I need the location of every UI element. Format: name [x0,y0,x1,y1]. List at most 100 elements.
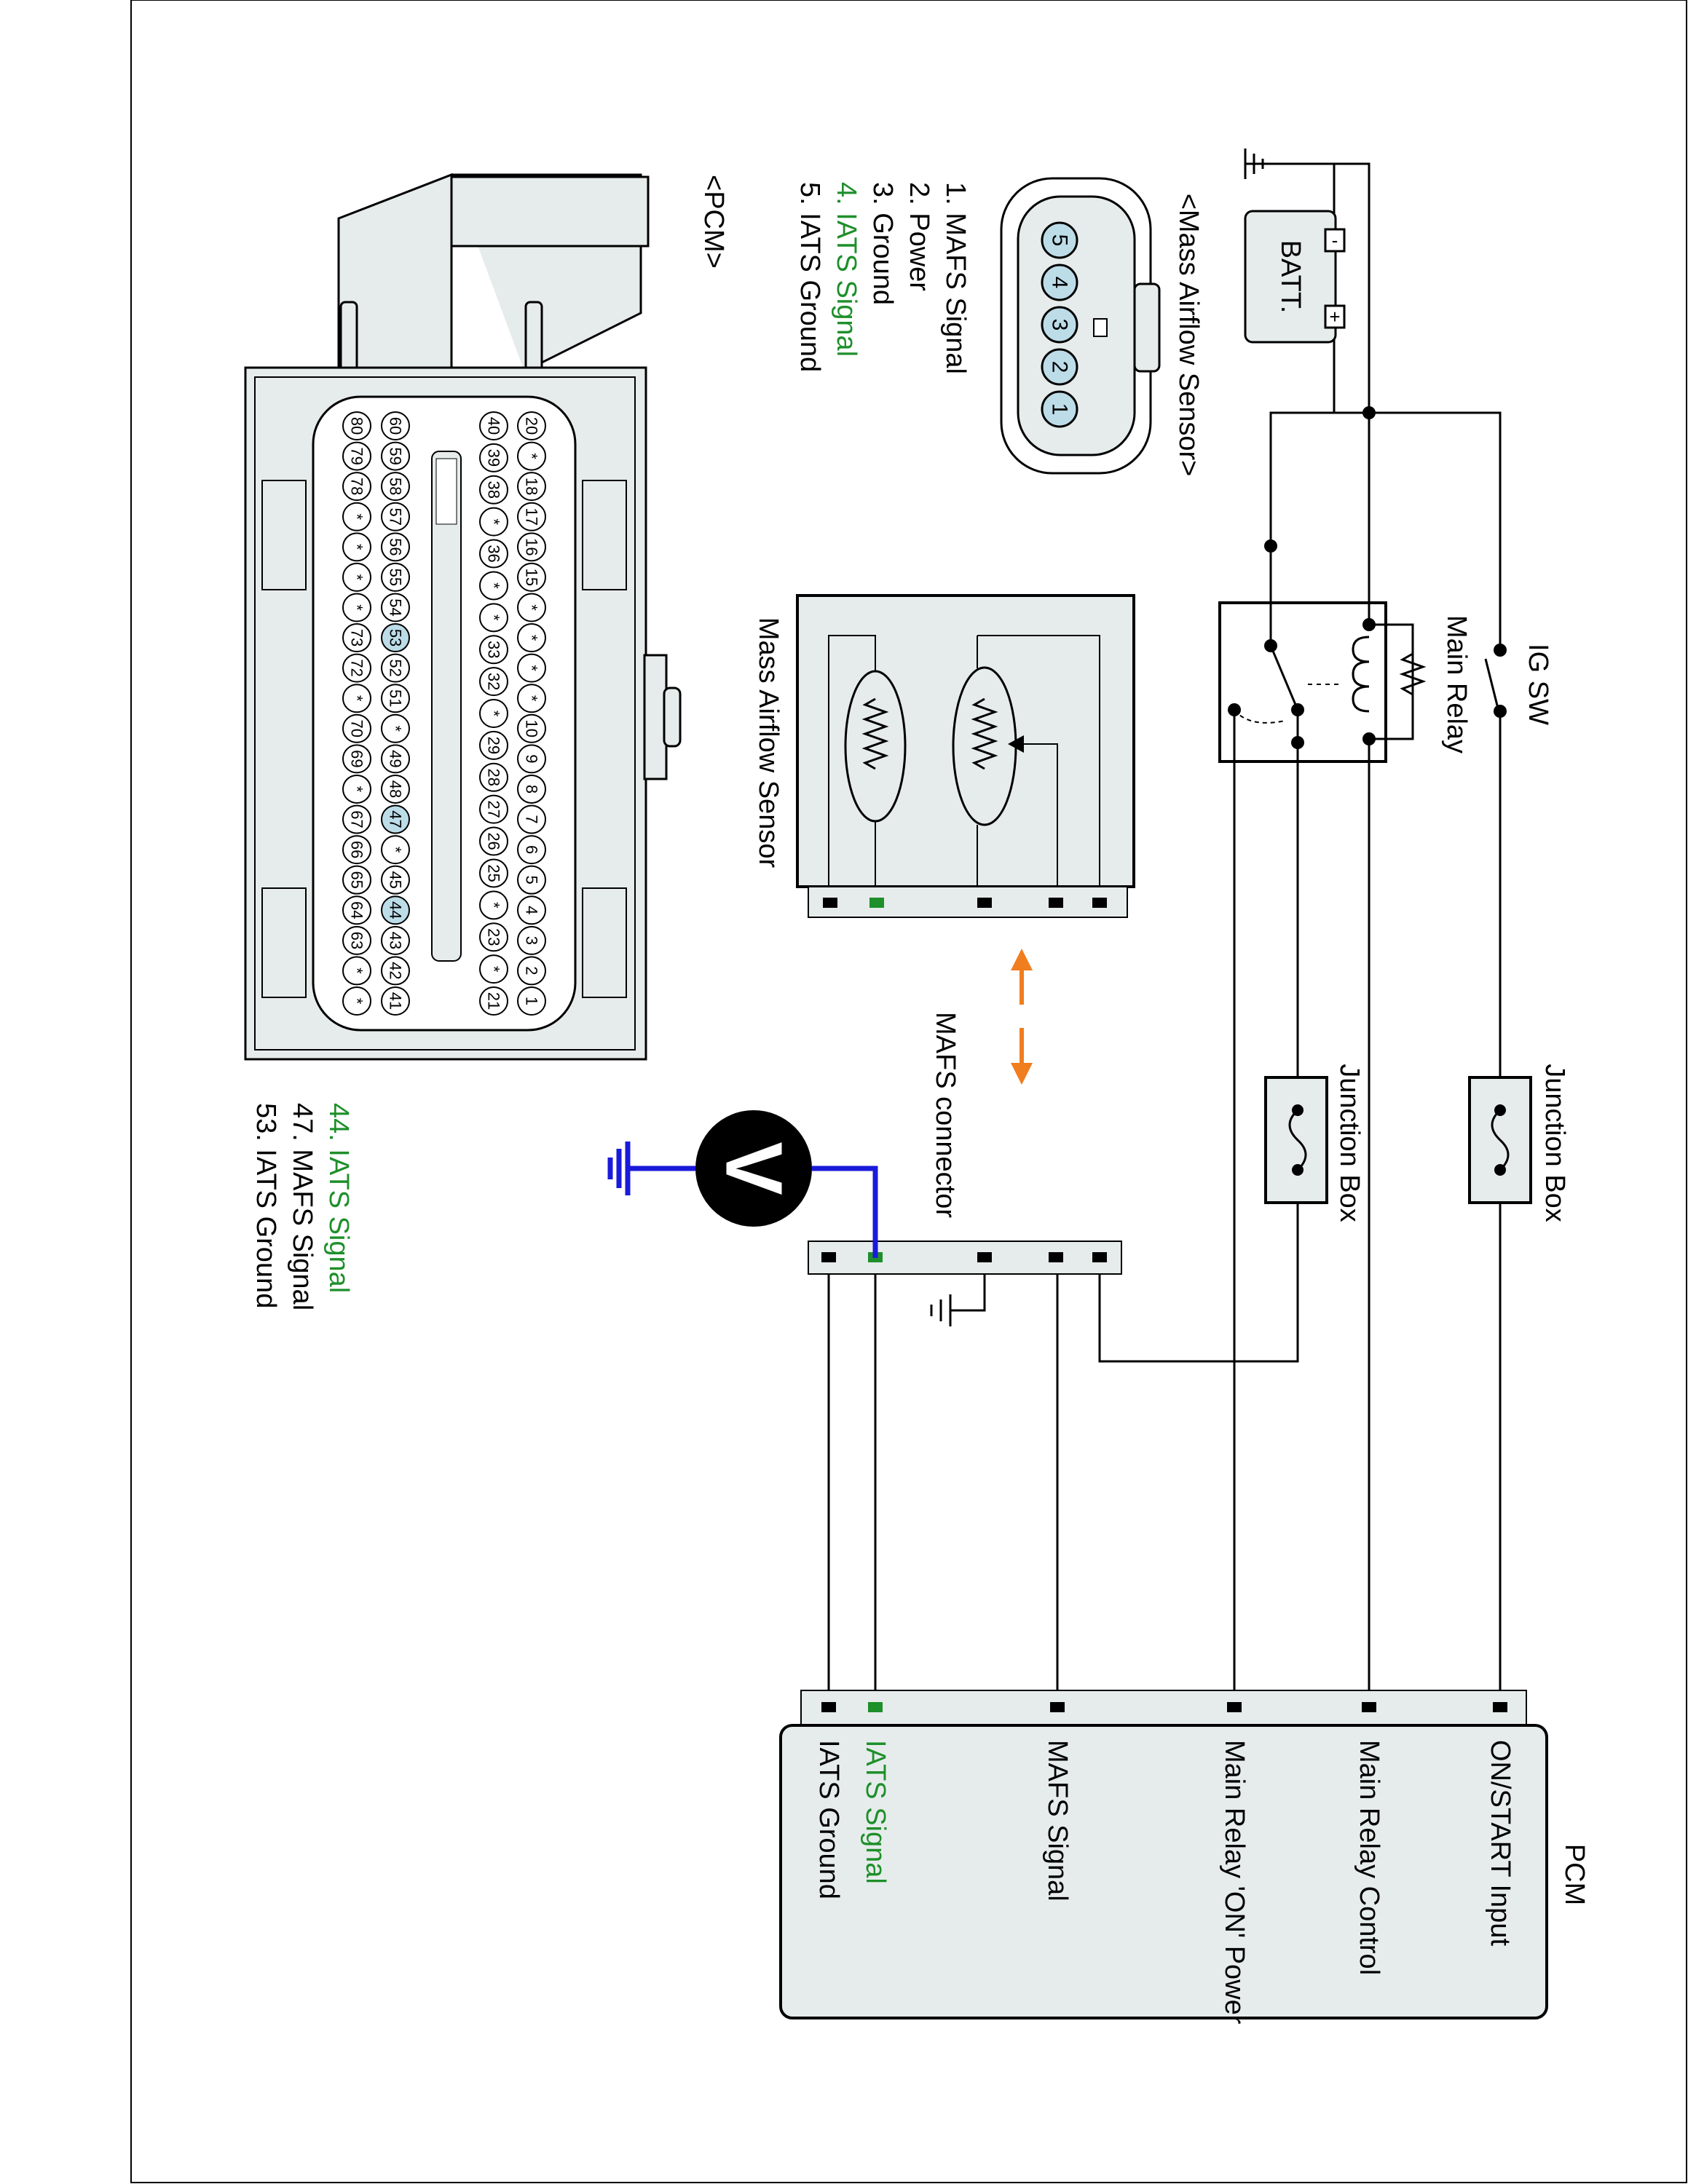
pcm-connector-pin-number: 67 [348,810,366,828]
pcm-connector-pin-number: 8 [523,785,541,794]
pcm-terminal-main-relay-on-power: Main Relay 'ON' Power [1219,1740,1250,2025]
pcm-connector-pin [517,865,546,895]
pcm-connector-pin-number: 79 [348,447,366,464]
pcm-connector-pin-number: 9 [523,754,541,763]
pcm-connector-pin [381,986,410,1016]
pcm-connector-pin [381,653,410,683]
pcm-connector-pin-number: * [348,786,366,793]
junction-box-1: Junction Box [1468,1064,1570,1222]
pcm-connector-pin [342,774,371,804]
mafs-component: Mass Airflow Sensor [753,594,1135,918]
pcm-connector-pin-number: 73 [348,629,366,646]
mafs-pin-list-3: 3. Ground [867,182,898,305]
battery-plus-terminal [1324,304,1346,329]
pcm-connector-pin-number: * [523,453,541,459]
pcm-terminal-main-relay-on-power-text: Main Relay 'ON' Power [1219,1740,1250,2025]
pcm-connector-pin-number: 55 [387,569,405,586]
pcm-connector-pin [479,411,508,440]
pcm-connector-pin [479,954,508,984]
mafs-pin-list-1: 1. MAFS Signal [940,182,971,374]
pcm-connector-pin [517,804,546,834]
pcm-connector-pin-number: 33 [485,641,503,658]
mafs-pin-list-2: 2. Power [904,182,934,291]
mafs-connector-pin-number: 1 [1048,403,1072,416]
pcm-connector-pin [479,443,508,472]
pcm-connector-pin [517,774,546,804]
pcm-connector-pin-number: 25 [485,864,503,882]
pcm-connector-pin [479,922,508,952]
mafs-connector-pin-number: 5 [1048,234,1072,247]
pcm-connector-pin-number: 44 [387,901,405,919]
pcm-connector-pin-number: * [348,544,366,550]
junction-dot-battery [1362,406,1376,419]
pcm-connector-pin [517,562,546,592]
pcm-connector-pin [479,762,508,792]
pcm-terminal-on-start-input: ON/START Input [1485,1740,1515,1946]
pcm-connector-pin-number: 38 [485,481,503,499]
pcm-connector-pin [342,653,371,683]
pcm-connector-pin-number: * [387,726,405,732]
pcm-pin-list-44: 44. IATS Signal [323,1103,354,1293]
pcm-terminal-main-relay-control: Main Relay Control [1354,1740,1384,1975]
pcm-connector-pin-number: 7 [523,815,541,823]
junction-box-2-label: Junction Box [1334,1064,1365,1222]
junction-box-2: Junction Box [1264,1064,1365,1222]
pcm-terminal-iats-ground: IATS Ground [813,1740,844,1899]
pcm-connector-pin [381,411,410,440]
pcm-connector-pin [479,730,508,760]
pcm-connector-pin-number: 36 [485,545,503,562]
mafs-connector-label-text: MAFS connector [930,1012,961,1218]
pcm-connector-pin [479,890,508,920]
pcm-connector-pin-number: 18 [523,478,541,495]
pcm-connector-pin [479,986,508,1016]
pcm-connector-pin [479,507,508,537]
pcm-connector-pin-number: 52 [387,659,405,676]
pcm-connector-pin-number: 41 [387,992,405,1010]
pcm-connector-pin-number: 60 [387,417,405,435]
pcm-connector-pin-number: 29 [485,737,503,754]
pcm-connector-pin [517,986,546,1016]
pcm-connector-pin-number: 59 [387,447,405,464]
ground-symbol-battery [1244,149,1266,179]
pcm-pin-list-53: 53. IATS Ground [251,1103,281,1308]
pcm-connector-pin [517,835,546,865]
pcm-module: PCM ON/START Input Main Relay Control Ma… [779,1690,1590,2025]
pcm-connector-pin-number: * [348,998,366,1005]
pcm-connector-pin-number: 48 [387,780,405,798]
mafs-connector-pin-number: 2 [1048,361,1072,373]
pcm-connector-pin [342,532,371,562]
pcm-connector-pin [342,502,371,531]
pcm-connector-pin [479,699,508,728]
mafs-connector-pin [1041,221,1078,259]
pcm-connector-pin-number: 20 [523,417,541,435]
mafs-connector-pin-number: 4 [1048,277,1072,289]
pcm-connector-pin [381,925,410,955]
mafs-connector-label: MAFS connector [930,1012,961,1218]
pcm-connector-pin-number: 66 [348,841,366,858]
pcm-connector-pin [517,532,546,562]
battery-minus-label: - [1332,229,1338,251]
pcm-connector-pin [517,502,546,531]
pcm-connector-pin-number: 5 [523,876,541,885]
pcm-connector-pin-number: 21 [485,992,503,1010]
pcm-connector-pin [381,472,410,502]
pcm-connector-pin-number: 10 [523,720,541,737]
pcm-connector-pin [517,653,546,683]
pcm-connector-pin-number: * [523,695,541,702]
pcm-connector-pin [479,571,508,601]
pcm-connector-pin [517,895,546,925]
pcm-connector-pin [342,562,371,592]
pcm-connector-pin [381,502,410,531]
pcm-connector-pin-number: 15 [523,569,541,586]
pcm-connector-pin [381,593,410,622]
pcm-connector-pin-number: * [485,902,503,909]
pcm-connector-pin-number: 64 [348,901,366,919]
pcm-connector-pin-number: 40 [485,417,503,435]
pcm-connector-pin [479,826,508,856]
pcm-connector-pin [517,411,546,440]
pcm-connector-pin [342,623,371,653]
pcm-connector-pin [342,895,371,925]
pcm-connector-pin [479,667,508,697]
wires [827,411,1502,1707]
